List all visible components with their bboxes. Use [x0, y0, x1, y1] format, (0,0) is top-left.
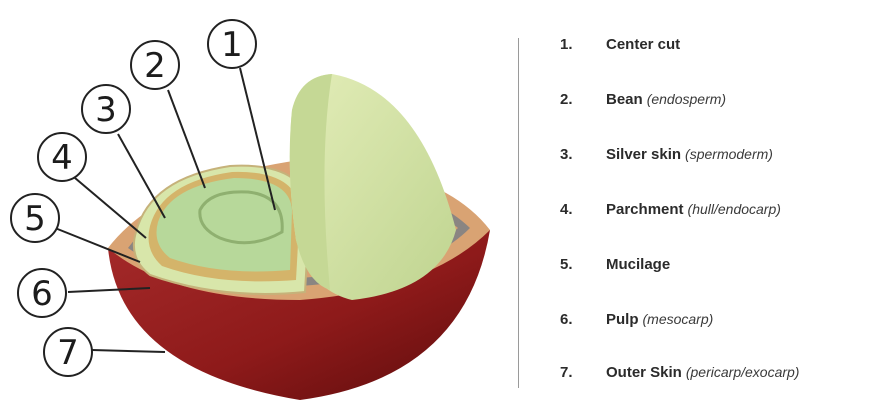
- svg-text:3: 3: [95, 90, 117, 130]
- svg-text:6: 6: [31, 274, 53, 314]
- legend-name: Mucilage: [606, 256, 670, 273]
- legend-name: Center cut: [606, 36, 680, 53]
- legend-name: Silver skin: [606, 146, 681, 163]
- svg-text:1: 1: [221, 25, 243, 65]
- legend-number: 2.: [560, 91, 606, 108]
- legend-detail: (spermoderm): [685, 146, 773, 162]
- legend-name: Pulp: [606, 311, 639, 328]
- legend-item: 6.Pulp(mesocarp): [560, 311, 713, 337]
- callout-4: 4: [38, 133, 86, 181]
- legend-detail: (endosperm): [647, 91, 726, 107]
- legend-item: 5.Mucilage: [560, 256, 674, 282]
- divider: [518, 38, 519, 388]
- legend-item: 3.Silver skin(spermoderm): [560, 146, 773, 172]
- legend-number: 5.: [560, 256, 606, 273]
- callout-7: 7: [44, 328, 92, 376]
- svg-text:2: 2: [144, 46, 166, 86]
- legend-item: 2.Bean(endosperm): [560, 91, 726, 117]
- legend-number: 6.: [560, 311, 606, 328]
- legend-number: 4.: [560, 201, 606, 218]
- callout-6: 6: [18, 269, 66, 317]
- legend-number: 1.: [560, 36, 606, 53]
- callout-1: 1: [208, 20, 256, 68]
- coffee-cherry-illustration: 1 2 3 4 5 6 7: [0, 0, 510, 410]
- legend-name: Outer Skin: [606, 364, 682, 381]
- legend-detail: (pericarp/exocarp): [686, 364, 800, 380]
- legend-detail: (hull/endocarp): [688, 201, 781, 217]
- legend-number: 7.: [560, 364, 606, 381]
- callout-2: 2: [131, 41, 179, 89]
- legend-detail: (mesocarp): [643, 311, 714, 327]
- legend-item: 1.Center cut: [560, 36, 684, 62]
- legend-name: Parchment: [606, 201, 684, 218]
- legend-item: 7.Outer Skin(pericarp/exocarp): [560, 364, 799, 390]
- svg-text:5: 5: [24, 199, 46, 239]
- svg-text:4: 4: [51, 138, 73, 178]
- legend-number: 3.: [560, 146, 606, 163]
- legend-item: 4.Parchment(hull/endocarp): [560, 201, 781, 227]
- callout-5: 5: [11, 194, 59, 242]
- legend-name: Bean: [606, 91, 643, 108]
- svg-text:7: 7: [57, 333, 79, 373]
- callout-3: 3: [82, 85, 130, 133]
